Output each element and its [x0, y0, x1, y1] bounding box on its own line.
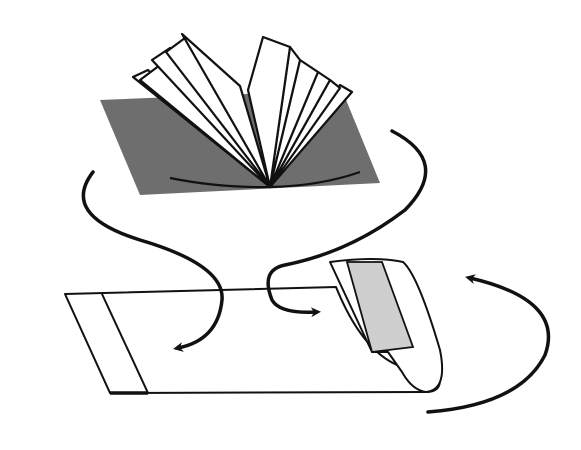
open-book-icon: [131, 32, 361, 189]
curved-arrow-icon: [426, 274, 551, 414]
book-seam: [169, 170, 361, 189]
book-page: [180, 32, 272, 189]
curved-arrow-icon: [266, 129, 428, 318]
book-page: [246, 35, 292, 189]
curved-arrow-icon: [81, 170, 224, 352]
gray-strip: [345, 261, 415, 353]
left-fold-line: [101, 293, 149, 394]
